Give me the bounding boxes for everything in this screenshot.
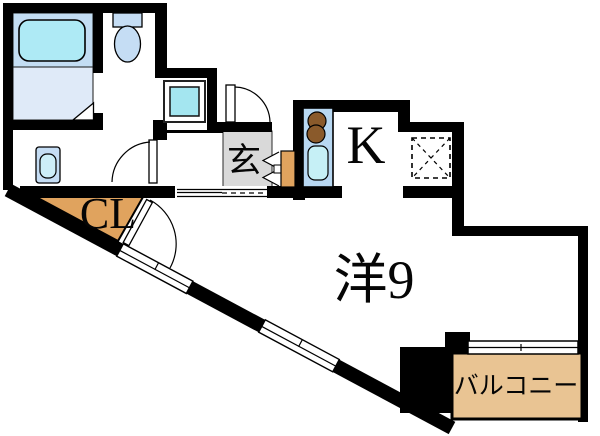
toilet-bowl — [113, 25, 142, 63]
door-leaf — [122, 198, 154, 247]
wall-bath-bottom — [3, 120, 103, 130]
hall-door-leaf — [148, 139, 158, 184]
walls — [3, 3, 588, 422]
balcony-area — [450, 351, 584, 421]
wall-alcove-right — [452, 122, 464, 236]
wall-right — [578, 226, 588, 422]
refrigerator-outline — [411, 137, 451, 179]
closet-label: CL — [80, 189, 136, 238]
bath-door-triangle — [71, 101, 95, 121]
kitchen-sink — [307, 145, 329, 181]
balcony-window — [467, 340, 579, 355]
balcony-label: バルコニー — [454, 373, 579, 400]
hall-door-arc — [111, 141, 151, 183]
wall-top — [3, 3, 167, 13]
main-room-label: 洋9 — [334, 250, 415, 310]
entrance-door-leaf — [225, 84, 236, 123]
folding-door-handle — [273, 164, 282, 174]
wall-kitchen-bottom — [267, 186, 342, 198]
window-diagonal-1 — [115, 242, 194, 295]
window-center-tick — [298, 339, 303, 348]
wall-washer-right — [207, 68, 217, 132]
wall-balcony-stub — [445, 332, 470, 354]
wall-hall-north-line — [157, 130, 223, 133]
entrance-door-arc — [234, 86, 271, 123]
wall-entrance-top — [207, 122, 272, 132]
closet-door-leaf — [122, 198, 154, 247]
wall-toilet-right — [155, 3, 167, 78]
kitchen-label: K — [347, 115, 386, 175]
refrigerator-space-dashed-box — [411, 137, 451, 179]
wall-left — [3, 3, 13, 190]
closet-door-arc — [149, 199, 177, 269]
wash-basin-bowl — [39, 153, 57, 179]
bathroom-floor-lower — [12, 66, 94, 121]
bathtub — [18, 19, 86, 62]
washing-machine-space-inner — [169, 86, 200, 117]
entrance-label: 玄 — [227, 142, 261, 180]
burner-icon — [306, 124, 326, 144]
refrigerator-cross-line — [411, 137, 451, 179]
wall-bath-divider-upper — [93, 13, 103, 73]
wall-alcove-top — [398, 122, 462, 132]
wall-topright-horizontal — [453, 226, 588, 236]
closet-area — [35, 196, 145, 243]
window-diagonal-2 — [257, 318, 341, 373]
shoe-cabinet — [280, 150, 296, 188]
toilet-tank — [112, 12, 143, 28]
wall-diagonal — [4, 183, 456, 435]
wall-hall-bottom-left — [20, 186, 177, 198]
window-center-tick — [154, 262, 160, 271]
sliding-entry-door — [175, 186, 267, 198]
wall-kitchen-left — [293, 100, 305, 200]
wall-washer-top — [155, 68, 217, 78]
wall-alcove-bottom — [403, 186, 464, 198]
